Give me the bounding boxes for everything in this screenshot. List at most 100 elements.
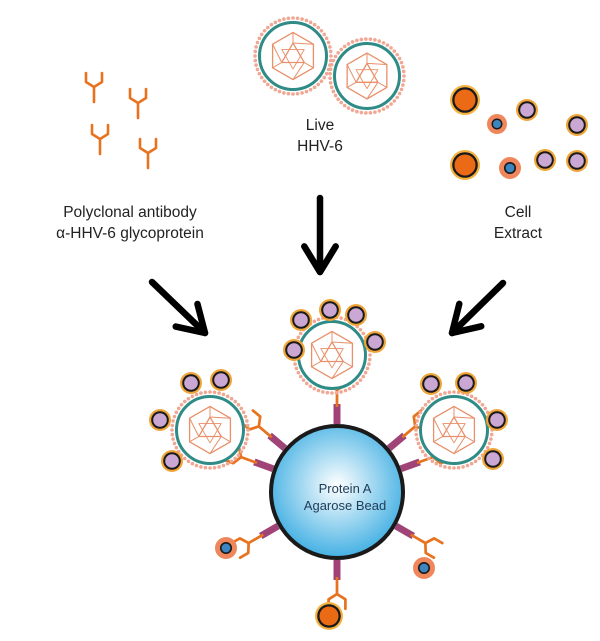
- envelope-glycoprotein-dot: [277, 89, 282, 94]
- arrow-extract-to-bead: [448, 279, 507, 337]
- agarose-bead: [269, 424, 405, 560]
- envelope-glycoprotein-dot: [308, 87, 313, 92]
- envelope-glycoprotein-dot: [373, 110, 377, 114]
- envelope-glycoprotein-dot: [321, 390, 325, 394]
- envelope-glycoprotein-dot: [194, 392, 199, 397]
- envelope-glycoprotein-dot: [328, 49, 333, 54]
- envelope-glycoprotein-dot: [170, 428, 174, 432]
- envelope-glycoprotein-dot: [373, 38, 377, 42]
- envelope-glycoprotein-dot: [328, 45, 332, 49]
- envelope-glycoprotein-dot: [438, 392, 443, 397]
- envelope-glycoprotein-dot: [402, 74, 406, 78]
- envelope-glycoprotein-dot: [395, 95, 399, 100]
- envelope-glycoprotein-dot: [363, 370, 368, 375]
- envelope-glycoprotein-dot: [308, 384, 313, 389]
- envelope-glycoprotein-dot: [203, 465, 208, 470]
- bound-protein-icon: [482, 448, 504, 470]
- envelope-glycoprotein-dot: [367, 362, 371, 366]
- envelope-glycoprotein-dot: [452, 466, 456, 470]
- envelope-glycoprotein-dot: [399, 87, 404, 92]
- envelope-glycoprotein-dot: [304, 89, 309, 94]
- envelope-glycoprotein-dot: [243, 414, 248, 419]
- envelope-glycoprotein-dot: [312, 319, 317, 324]
- envelope-glycoprotein-dot: [351, 384, 356, 389]
- envelope-glycoprotein-dot: [401, 83, 405, 87]
- envelope-glycoprotein-dot: [266, 25, 270, 30]
- envelope-glycoprotein-dot: [174, 445, 179, 450]
- envelope-glycoprotein-dot: [333, 54, 338, 59]
- cell-extract-particles: [450, 85, 588, 180]
- envelope-glycoprotein-dot: [443, 391, 447, 395]
- envelope-glycoprotein-dot: [365, 366, 370, 371]
- envelope-glycoprotein-dot: [190, 461, 195, 466]
- envelope-glycoprotein-dot: [473, 396, 478, 401]
- envelope-glycoprotein-dot: [183, 399, 187, 404]
- envelope-glycoprotein-dot: [381, 107, 386, 111]
- envelope-glycoprotein-dot: [194, 463, 199, 468]
- envelope-glycoprotein-dot: [282, 17, 286, 21]
- envelope-glycoprotein-dot: [316, 82, 320, 87]
- envelope-glycoprotein-dot: [233, 399, 237, 404]
- envelope-glycoprotein-dot: [423, 453, 428, 457]
- envelope-glycoprotein-dot: [308, 20, 313, 25]
- arrows-layer: [148, 194, 507, 337]
- envelope-glycoprotein-dot: [199, 391, 203, 395]
- envelope-glycoprotein-dot: [316, 25, 320, 30]
- antibody-label: Polyclonal antibody α-HHV-6 glycoprotein: [20, 202, 240, 244]
- envelope-glycoprotein-dot: [243, 441, 248, 446]
- envelope-glycoprotein-dot: [221, 463, 226, 468]
- envelope-glycoprotein-dot: [447, 390, 452, 395]
- envelope-glycoprotein-dot: [319, 79, 324, 83]
- envelope-glycoprotein-dot: [294, 366, 299, 371]
- envelope-glycoprotein-dot: [420, 406, 425, 411]
- envelope-glycoprotein-dot: [324, 71, 329, 76]
- bound-orange-cell-icon: [315, 602, 343, 630]
- envelope-glycoprotein-dot: [282, 91, 286, 95]
- bound-protein-icon: [290, 309, 312, 331]
- envelope-glycoprotein-dot: [176, 406, 181, 411]
- envelope-glycoprotein-dot: [395, 52, 399, 57]
- bound-protein-icon: [161, 450, 183, 472]
- cell-extract-label-line-2: Extract: [493, 225, 543, 242]
- virus-envelope-ring: [419, 395, 489, 465]
- cell-extract-label-line-1: Cell: [504, 204, 532, 221]
- envelope-glycoprotein-dot: [298, 374, 303, 379]
- envelope-glycoprotein-dot: [273, 87, 278, 92]
- envelope-glycoprotein-dot: [171, 437, 175, 441]
- envelope-glycoprotein-dot: [286, 91, 291, 96]
- protein-a-linker: [399, 458, 421, 473]
- envelope-glycoprotein-dot: [255, 40, 260, 45]
- envelope-glycoprotein-dot: [170, 423, 175, 428]
- envelope-glycoprotein-dot: [418, 445, 423, 450]
- envelope-glycoprotein-dot: [381, 41, 386, 45]
- envelope-glycoprotein-dot: [414, 423, 419, 428]
- antibody-icon: [84, 71, 104, 104]
- envelope-glycoprotein-dot: [293, 362, 297, 366]
- envelope-glycoprotein-dot: [257, 36, 262, 41]
- envelope-glycoprotein-dot: [330, 391, 334, 395]
- envelope-glycoprotein-dot: [312, 386, 317, 391]
- free-antibodies: [84, 71, 158, 170]
- envelope-glycoprotein-dot: [295, 91, 300, 96]
- envelope-glycoprotein-dot: [361, 374, 366, 379]
- virus-envelope-ring: [258, 21, 328, 91]
- envelope-glycoprotein-dot: [212, 465, 217, 470]
- orange-cell-icon: [450, 150, 480, 180]
- capsid-icon: [271, 31, 315, 81]
- antibody-icon: [138, 137, 158, 170]
- envelope-glycoprotein-dot: [416, 414, 421, 419]
- envelope-glycoprotein-dot: [361, 331, 366, 336]
- envelope-glycoprotein-dot: [225, 394, 230, 399]
- envelope-glycoprotein-dot: [291, 92, 295, 96]
- envelope-glycoprotein-dot: [328, 67, 333, 72]
- envelope-glycoprotein-dot: [364, 37, 368, 41]
- bead-label-line-1: Protein A: [318, 481, 372, 496]
- envelope-glycoprotein-dot: [241, 410, 246, 415]
- protein-a-linker: [394, 522, 415, 540]
- envelope-glycoprotein-dot: [266, 82, 270, 87]
- envelope-glycoprotein-dot: [208, 466, 212, 470]
- bound-protein-icon: [486, 409, 508, 431]
- bound-small-cell-icon: [215, 537, 237, 559]
- envelope-glycoprotein-dot: [397, 91, 402, 96]
